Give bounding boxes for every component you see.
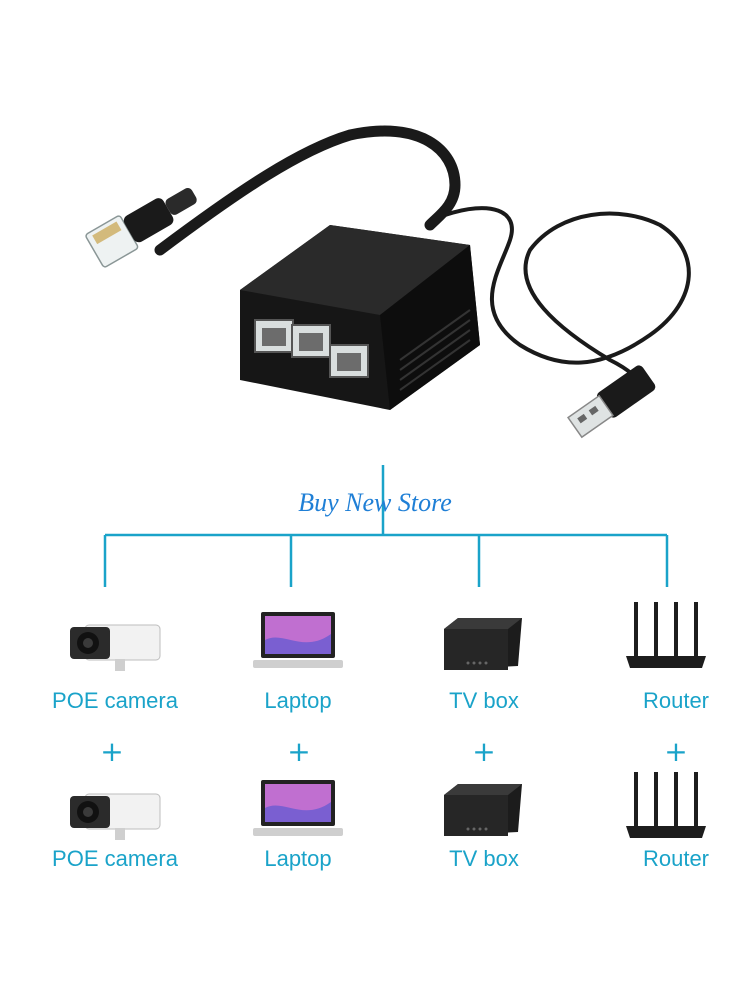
tv-box-icon bbox=[444, 618, 522, 670]
device-label-laptop: Laptop bbox=[264, 688, 332, 713]
device-label-poe-camera: POE camera bbox=[52, 846, 178, 871]
device-label-tv-box: TV box bbox=[449, 688, 519, 713]
device-label-router: Router bbox=[642, 846, 710, 871]
device-label-tv-box: TV box bbox=[449, 846, 519, 871]
device-label-router: Router bbox=[642, 688, 710, 713]
plus-symbol: + bbox=[100, 735, 124, 768]
router-icon bbox=[626, 602, 706, 668]
plus-symbol: + bbox=[287, 735, 311, 768]
device-label-poe-camera: POE camera bbox=[52, 688, 178, 713]
plus-symbol: + bbox=[472, 735, 496, 768]
poe-camera-icon bbox=[70, 793, 161, 840]
connection-tree bbox=[103, 465, 669, 587]
store-name: Buy New Store bbox=[298, 488, 452, 517]
laptop-icon bbox=[253, 612, 343, 668]
laptop-icon bbox=[253, 780, 343, 836]
device-label-laptop: Laptop bbox=[264, 846, 332, 871]
poe-camera-icon bbox=[70, 624, 161, 671]
tv-box-icon bbox=[444, 784, 522, 836]
router-icon bbox=[626, 772, 706, 838]
plus-symbol: + bbox=[664, 735, 688, 768]
ethernet-splitter-with-usb-power-icon bbox=[85, 125, 691, 439]
